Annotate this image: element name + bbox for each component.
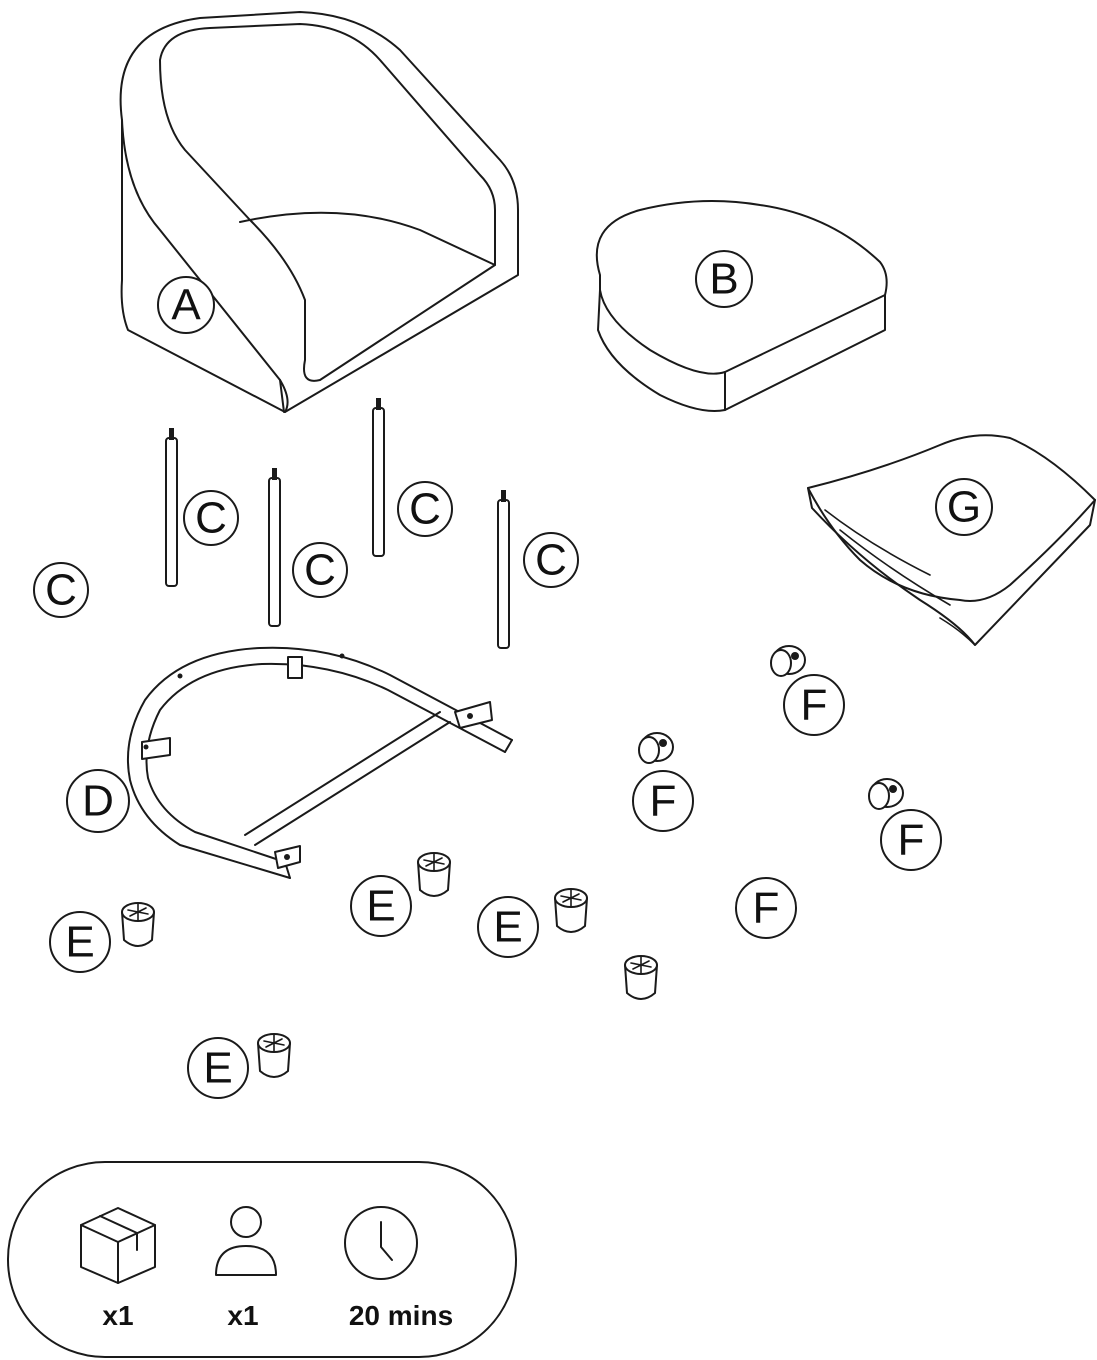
part-e-foot-1 <box>122 903 154 946</box>
label-e-2: E <box>351 876 411 936</box>
label-d: D <box>67 770 129 832</box>
label-g: G <box>936 479 992 535</box>
svg-text:B: B <box>709 255 738 304</box>
svg-text:C: C <box>535 536 567 585</box>
part-e-foot-2 <box>418 853 450 896</box>
label-f-2: F <box>633 771 693 831</box>
part-e-foot-4 <box>625 956 657 999</box>
label-e-3: E <box>478 897 538 957</box>
svg-text:E: E <box>493 903 522 952</box>
boxes-count: x1 <box>102 1300 133 1331</box>
svg-text:C: C <box>195 494 227 543</box>
label-c-1: C <box>184 491 238 545</box>
part-d-base-frame <box>128 648 512 878</box>
svg-text:E: E <box>203 1044 232 1093</box>
part-g-cover <box>808 435 1095 645</box>
label-f-3: F <box>881 810 941 870</box>
label-b: B <box>696 251 752 307</box>
label-f-1: F <box>784 675 844 735</box>
part-b-seat-cushion <box>597 201 887 411</box>
label-e-4: E <box>188 1038 248 1098</box>
part-a-chair-shell <box>121 12 518 412</box>
part-e-foot-3 <box>555 889 587 932</box>
part-f-castor-3 <box>869 779 903 809</box>
part-f-castor-1 <box>771 646 805 676</box>
svg-text:F: F <box>898 816 925 865</box>
svg-text:F: F <box>650 777 677 826</box>
info-pill: x1 x1 20 mins <box>8 1162 516 1357</box>
part-f-castor-2 <box>639 733 673 763</box>
svg-text:C: C <box>409 485 441 534</box>
label-e-1: E <box>50 912 110 972</box>
label-f-4: F <box>736 878 796 938</box>
svg-text:G: G <box>947 483 981 532</box>
label-a: A <box>158 277 214 333</box>
label-c-4: C <box>524 533 578 587</box>
svg-text:F: F <box>753 884 780 933</box>
svg-text:E: E <box>65 918 94 967</box>
svg-text:A: A <box>171 281 201 330</box>
label-c-5: C <box>34 563 88 617</box>
label-c-2: C <box>293 543 347 597</box>
time-value: 20 mins <box>349 1300 453 1331</box>
svg-text:C: C <box>304 546 336 595</box>
part-e-foot-5 <box>258 1034 290 1077</box>
svg-text:E: E <box>366 882 395 931</box>
label-c-3: C <box>398 482 452 536</box>
svg-text:C: C <box>45 566 77 615</box>
people-count: x1 <box>227 1300 258 1331</box>
svg-text:D: D <box>82 777 114 826</box>
svg-text:F: F <box>801 681 828 730</box>
